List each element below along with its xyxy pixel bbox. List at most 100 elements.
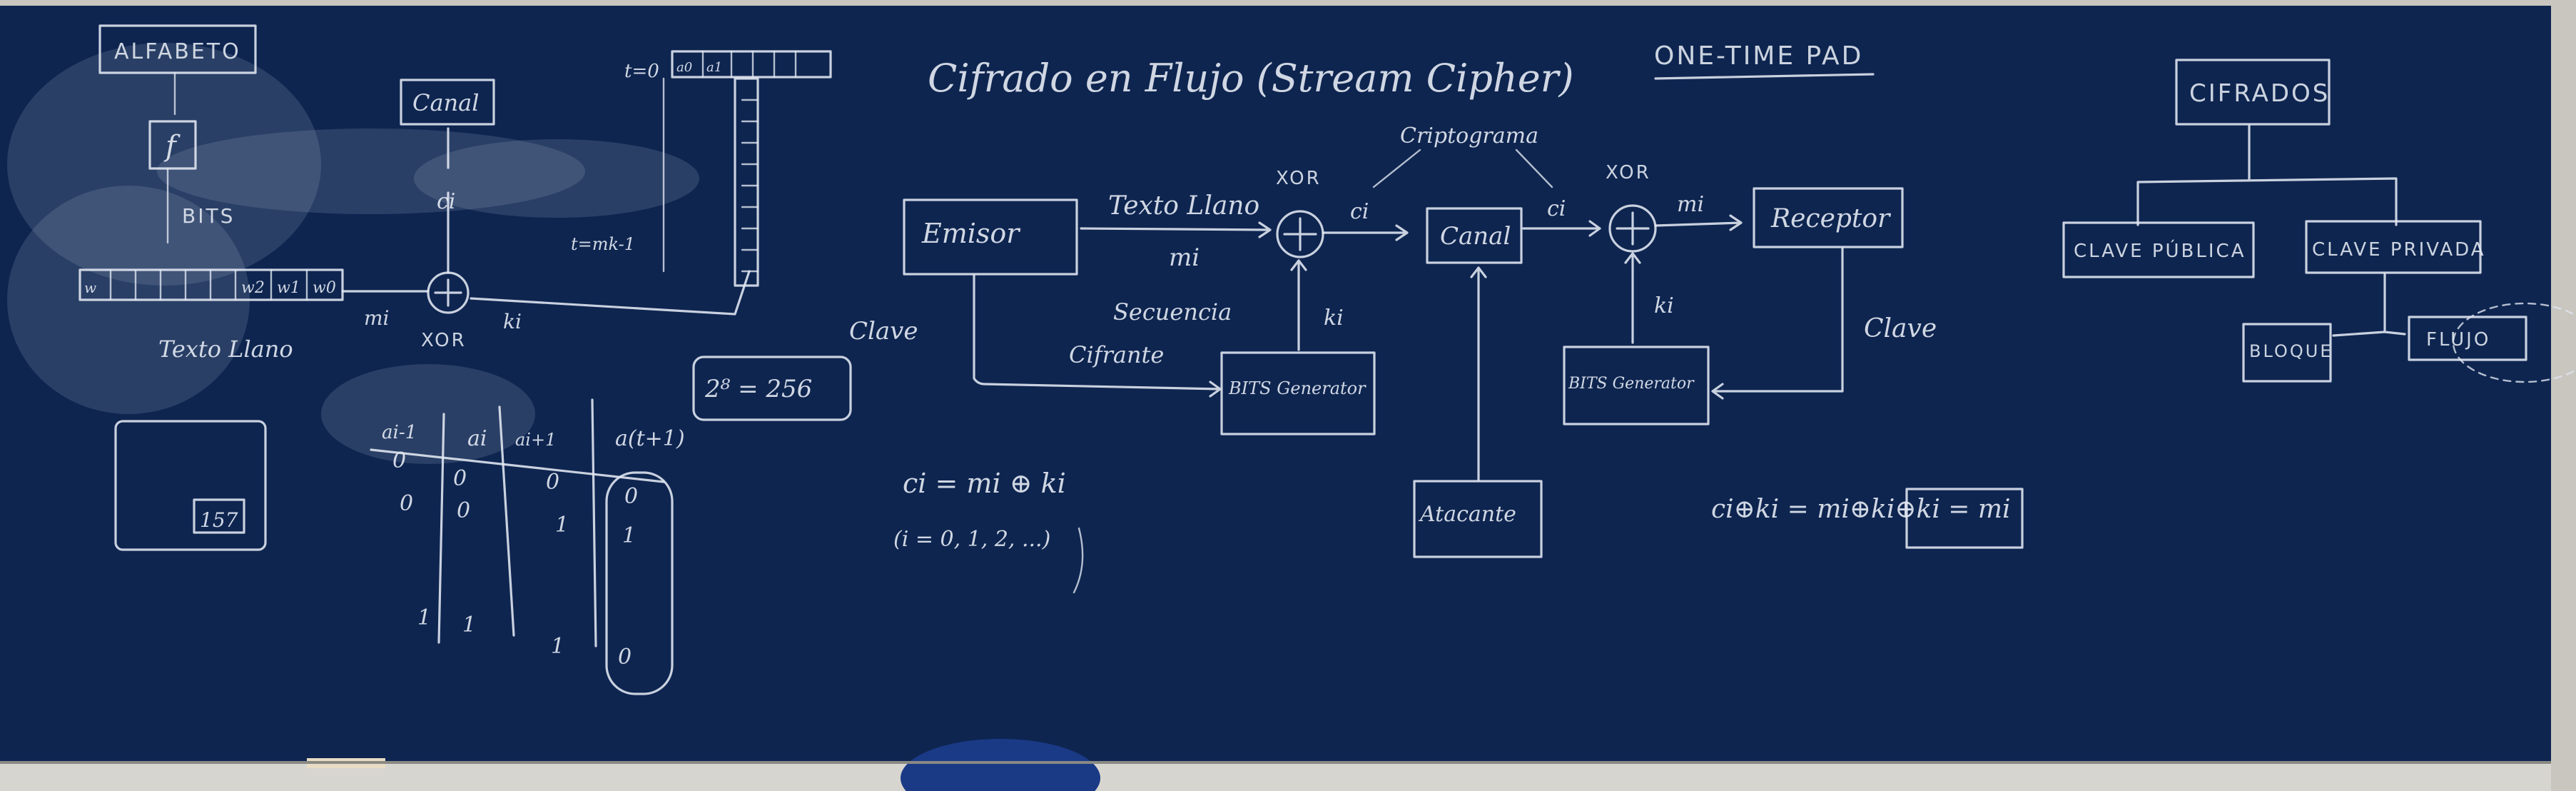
table-cell: 1 — [555, 513, 569, 538]
flujo-label: FLUJO — [2426, 329, 2490, 351]
stream-cipher-title: Cifrado en Flujo (Stream Cipher) — [928, 56, 1574, 101]
f-box — [148, 120, 197, 170]
center-section: Cifrado en Flujo (Stream Cipher) Emisor … — [849, 56, 1937, 594]
table-cell: 0 — [546, 470, 559, 495]
table-cell: 1 — [622, 523, 636, 548]
register-cell-w: w — [84, 279, 96, 296]
table-hline — [370, 448, 665, 483]
one-time-pad-highlight — [1905, 488, 2024, 549]
table-cell: 0 — [392, 448, 406, 473]
table-cell: 0 — [400, 491, 413, 516]
register-top-a0: a0 — [676, 60, 692, 75]
emisor-label: Emisor — [921, 218, 1021, 249]
emisor-box — [903, 198, 1078, 276]
t-m-label: t=mk-1 — [571, 234, 635, 254]
left-canal-box — [400, 79, 495, 126]
xor-label-2: XOR — [1606, 162, 1651, 183]
table-header-0: ai-1 — [382, 422, 417, 443]
table-cell: 1 — [551, 634, 564, 659]
bits-generator-label-2: BITS Generator — [1568, 375, 1695, 393]
left-inner-box — [193, 498, 245, 534]
register-cell-w2: w2 — [241, 279, 265, 297]
pow-box — [692, 356, 852, 421]
xor-circle-2 — [1608, 204, 1657, 253]
one-time-pad-section: ONE-TIME PAD ci⊕ki = mi⊕ki⊕ki = mi — [1654, 41, 2024, 549]
chair-back — [901, 739, 1100, 791]
left-xor-label: XOR — [421, 330, 467, 351]
flujo-box — [2408, 316, 2527, 361]
bits-label: BITS — [182, 204, 235, 228]
clave-publica-label: CLAVE PÚBLICA — [2074, 239, 2246, 262]
register-cell-w1: w1 — [277, 279, 300, 297]
atacante-box — [1413, 480, 1543, 558]
arrow-xor-canal — [1322, 224, 1409, 241]
receptor-box — [1753, 187, 1904, 248]
left-ci-label: ci — [437, 189, 455, 214]
cifrados-label: CIFRADOS — [2189, 79, 2330, 108]
arrow-gen2-xor — [1624, 252, 1641, 344]
subtree-lines — [2332, 273, 2406, 337]
xor-circle-1 — [1276, 210, 1324, 258]
table-cell: 0 — [624, 484, 638, 509]
mi-label: mi — [1169, 243, 1200, 272]
table-cell: 0 — [618, 645, 632, 670]
bits-generator-box-2 — [1563, 346, 1710, 425]
alfabeto-box — [98, 24, 257, 74]
atacante-label: Atacante — [1418, 502, 1516, 527]
one-time-pad-title: ONE-TIME PAD — [1654, 41, 1863, 71]
table-header-2: ai+1 — [515, 430, 556, 450]
arrow-clave-gen1 — [973, 274, 1222, 398]
t0-label: t=0 — [624, 61, 659, 82]
secuencia-label: Secuencia — [1113, 298, 1232, 326]
canal-box — [1426, 207, 1523, 264]
table-result-outline — [605, 471, 674, 695]
one-time-pad-formula: ci⊕ki = mi⊕ki⊕ki = mi — [1711, 495, 2011, 524]
one-time-pad-underline — [1654, 73, 1875, 80]
left-box-number: 157 — [200, 508, 238, 532]
ki-label-2: ki — [1654, 293, 1674, 318]
arrow-canal-xor — [1522, 220, 1601, 237]
receptor-label: Receptor — [1770, 204, 1891, 233]
register-column — [734, 77, 759, 287]
register-cell-w0: w0 — [313, 279, 336, 297]
left-section: ALFABETO f BITS w w2 w1 w0 mi XOR ci Can… — [78, 24, 852, 695]
canal-label: Canal — [1440, 222, 1511, 251]
formula-ci: ci = mi ⊕ ki — [903, 468, 1066, 499]
ci-label-2: ci — [1547, 196, 1566, 221]
left-box — [114, 420, 267, 551]
arrow-clave-gen2 — [1711, 247, 1844, 400]
clave-label-2: Clave — [1864, 314, 1937, 343]
ci-label-1: ci — [1350, 199, 1369, 224]
chalk-tray — [0, 762, 2551, 791]
left-canal-label: Canal — [412, 89, 479, 116]
table-cell: 0 — [453, 466, 467, 491]
chalkboard-surface — [0, 6, 2551, 762]
table-cell: 0 — [457, 498, 470, 523]
cifrante-label: Cifrante — [1069, 341, 1164, 368]
alfabeto-label: ALFABETO — [114, 39, 241, 64]
table-rows: 0 0 0 0 0 0 1 1 1 1 1 0 — [392, 448, 638, 670]
right-section: CIFRADOS CLAVE PÚBLICA CLAVE PRIVADA BLO… — [2062, 59, 2576, 383]
bits-generator-box-1 — [1220, 351, 1376, 435]
board-bottom-edge — [0, 761, 2551, 764]
left-mi-label: mi — [364, 306, 390, 330]
clave-label-1: Clave — [849, 317, 918, 346]
erased-smudge-area — [7, 43, 699, 464]
left-ki-label: ki — [503, 310, 522, 333]
table-cell: 1 — [462, 613, 476, 638]
register-top — [671, 50, 832, 79]
left-texto-llano: Texto Llano — [158, 336, 293, 363]
pow-label: 2⁸ = 256 — [704, 375, 812, 403]
arrow-gen1-xor — [1290, 259, 1307, 351]
texto-llano-label: Texto Llano — [1108, 191, 1259, 221]
register-top-a1: a1 — [706, 60, 722, 75]
clave-privada-label: CLAVE PRIVADA — [2312, 239, 2486, 261]
cifrados-box — [2175, 59, 2331, 126]
mi-label-2: mi — [1677, 192, 1704, 217]
arrow-xor-receptor — [1654, 214, 1743, 231]
tree-lines — [2136, 124, 2398, 226]
arrow-emisor-xor — [1080, 221, 1272, 238]
clave-privada-box — [2305, 220, 2482, 274]
table-header-3: a(t+1) — [615, 426, 685, 451]
